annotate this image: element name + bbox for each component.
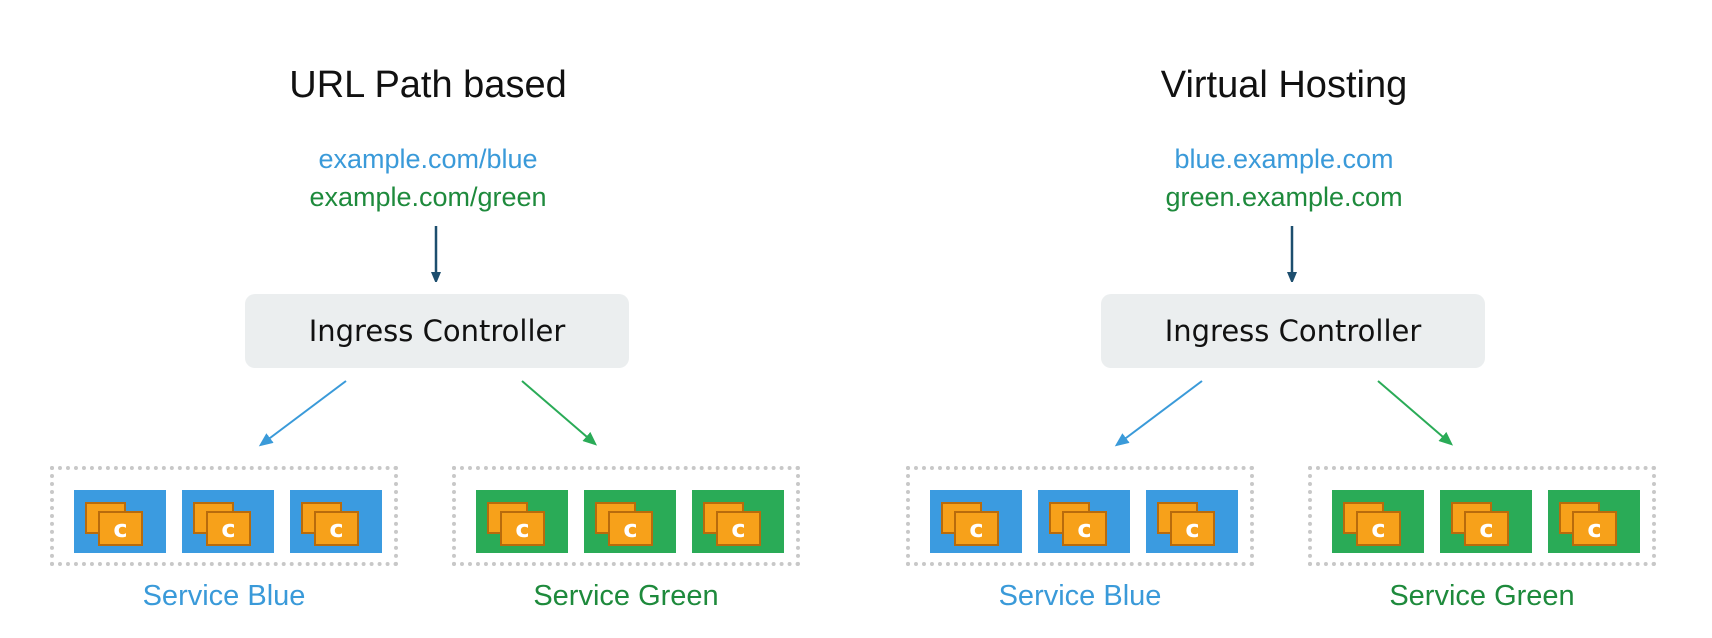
service-blue-label: Service Blue <box>142 580 306 612</box>
pod: c <box>1038 490 1130 553</box>
green-url: green.example.com <box>1165 182 1403 212</box>
container-icon: c <box>500 511 545 546</box>
service-blue-group: c c c <box>50 466 398 566</box>
pod: c <box>290 490 382 553</box>
route-green-arrow <box>521 380 598 446</box>
pod: c <box>1146 490 1238 553</box>
pod: c <box>74 490 166 553</box>
arrows <box>258 226 598 447</box>
pod: c <box>1332 490 1424 553</box>
service-green-group: c c c <box>1308 466 1656 566</box>
container-icon: c <box>314 511 359 546</box>
route-blue-arrow <box>258 380 347 447</box>
service-green-label: Service Green <box>533 580 719 612</box>
green-url: example.com/green <box>309 182 547 212</box>
pod: c <box>692 490 784 553</box>
container-icon: c <box>1062 511 1107 546</box>
container-icon: c <box>716 511 761 546</box>
container-icon: c <box>206 511 251 546</box>
container-icon: c <box>608 511 653 546</box>
arrows <box>1114 226 1454 447</box>
route-blue-arrow <box>1114 380 1203 447</box>
container-icon: c <box>1572 511 1617 546</box>
ingress-controller: Ingress Controller <box>245 294 629 368</box>
service-green-label: Service Green <box>1389 580 1575 612</box>
pod: c <box>1440 490 1532 553</box>
container-icon: c <box>1464 511 1509 546</box>
ingress-controller: Ingress Controller <box>1101 294 1485 368</box>
virtual-hosting-panel: Virtual Hosting blue.example.com green.e… <box>856 0 1712 638</box>
container-icon: c <box>1356 511 1401 546</box>
pod: c <box>182 490 274 553</box>
url-path-based-panel: URL Path based example.com/blue example.… <box>50 64 800 612</box>
container-icon: c <box>98 511 143 546</box>
pod: c <box>930 490 1022 553</box>
blue-url: example.com/blue <box>318 144 538 174</box>
service-green-group: c c c <box>452 466 800 566</box>
pod: c <box>584 490 676 553</box>
pod: c <box>476 490 568 553</box>
panel-title: Virtual Hosting <box>1160 64 1408 106</box>
blue-url: blue.example.com <box>1174 144 1394 174</box>
container-icon: c <box>954 511 999 546</box>
container-icon: c <box>1170 511 1215 546</box>
service-blue-label: Service Blue <box>998 580 1162 612</box>
service-blue-group: c c c <box>906 466 1254 566</box>
panel-title: URL Path based <box>289 64 567 106</box>
pod: c <box>1548 490 1640 553</box>
route-green-arrow <box>1377 380 1454 446</box>
